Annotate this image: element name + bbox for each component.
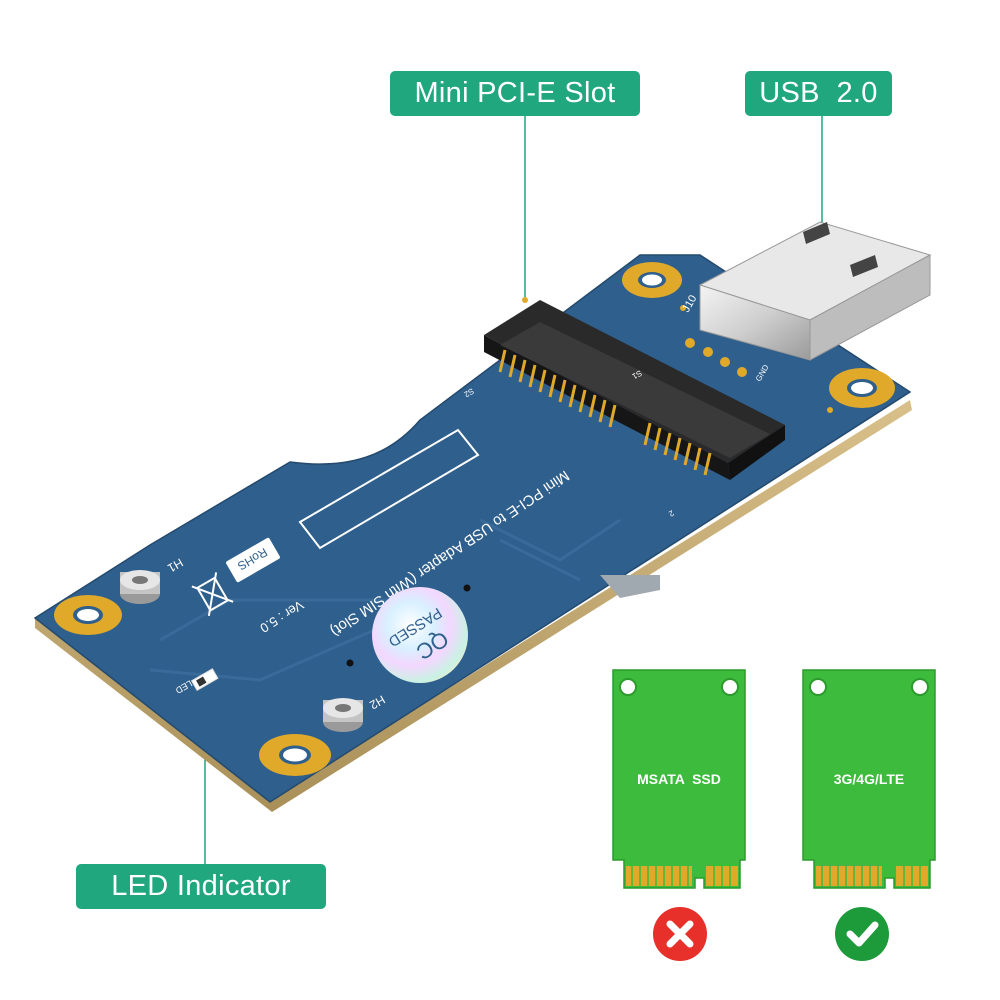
sim-slot-edge xyxy=(600,575,660,598)
qc-passed-sticker: QC PASSED xyxy=(372,587,468,683)
lte-label: 3G/4G/LTE xyxy=(834,771,905,787)
pcb-traces xyxy=(149,518,621,682)
weee-bin-icon xyxy=(191,572,234,617)
h2-label: H2 xyxy=(367,692,388,712)
mini-pcie-connector xyxy=(484,300,785,480)
h1-label: H1 xyxy=(165,555,186,575)
s1-label: S1 xyxy=(630,368,643,381)
lte-card: 3G/4G/LTE xyxy=(802,669,936,889)
s2-label: S2 xyxy=(462,386,475,399)
mini-pcie-slot-callout: Mini PCI-E Slot xyxy=(390,71,640,116)
cross-icon xyxy=(653,907,707,961)
msata-label: MSATA SSD xyxy=(637,771,721,787)
pin2-label: 2 xyxy=(667,508,676,518)
mounting-holes xyxy=(54,262,895,776)
led-indicator-component xyxy=(190,668,219,692)
sim-slot-outline xyxy=(298,428,480,550)
standoffs xyxy=(120,570,363,732)
usb-connector xyxy=(685,221,932,377)
usb-callout: USB 2.0 xyxy=(745,71,892,116)
led-indicator-callout: LED Indicator xyxy=(76,864,326,909)
msata-card: MSATA SSD xyxy=(612,669,746,889)
check-icon xyxy=(835,907,889,961)
